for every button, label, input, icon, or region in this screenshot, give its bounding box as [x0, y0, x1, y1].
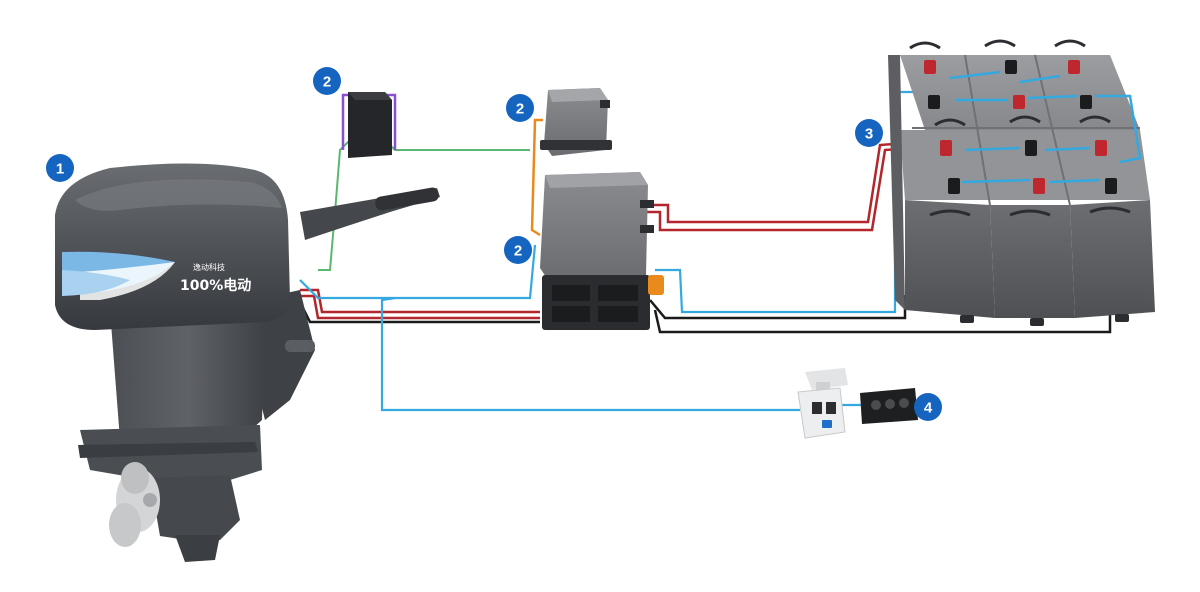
badge-throttle-display: 4 [914, 393, 942, 421]
skeg [175, 535, 220, 562]
badge-small-controller: 2 [313, 67, 341, 95]
small-controller-box [348, 92, 392, 158]
battery-front-1 [905, 200, 995, 318]
anti-ventilation-plate [78, 442, 258, 458]
svg-text:4: 4 [924, 400, 933, 417]
dc-converter-box [540, 88, 612, 156]
badge-motor: 1 [46, 154, 74, 182]
battery-front-2 [990, 205, 1075, 318]
svg-text:2: 2 [516, 101, 524, 118]
badge-converter: 2 [506, 94, 534, 122]
cowling-top-highlight [75, 179, 282, 211]
brand-text: 逸动科技 [193, 262, 225, 272]
black-cable-3 [649, 295, 907, 320]
svg-text:2: 2 [514, 243, 522, 260]
badge-main-controller: 2 [504, 236, 532, 264]
gearcase [150, 475, 240, 542]
orange-connector [648, 275, 664, 295]
battery-front-3 [1070, 200, 1155, 318]
outboard-motor: 逸动科技 100%电动 [55, 163, 440, 562]
cowling-decal-swoosh-inner [62, 270, 130, 296]
throttle-control [797, 368, 848, 439]
svg-text:2: 2 [323, 74, 331, 91]
tilt-lever [285, 340, 315, 352]
blue-cable-1 [299, 244, 537, 300]
blue-cable-3 [655, 90, 950, 314]
badge-battery-pack: 3 [855, 119, 883, 147]
transom-bracket [255, 290, 315, 420]
blue-cable-2 [380, 296, 800, 412]
red-cable-4 [300, 294, 540, 320]
svg-text:1: 1 [56, 161, 64, 178]
main-motor-controller [540, 172, 664, 330]
battery-display-panel [860, 388, 918, 424]
svg-text:3: 3 [865, 126, 873, 143]
cowl-label-text: 100%电动 [180, 277, 251, 294]
cables [298, 90, 1112, 412]
black-cable-2 [653, 300, 1112, 334]
tiller-grip [375, 187, 439, 211]
propeller [109, 462, 160, 547]
midsection [110, 305, 265, 440]
red-cable-3 [300, 288, 540, 314]
orange-cable [530, 118, 543, 237]
battery-pack [888, 39, 1155, 326]
